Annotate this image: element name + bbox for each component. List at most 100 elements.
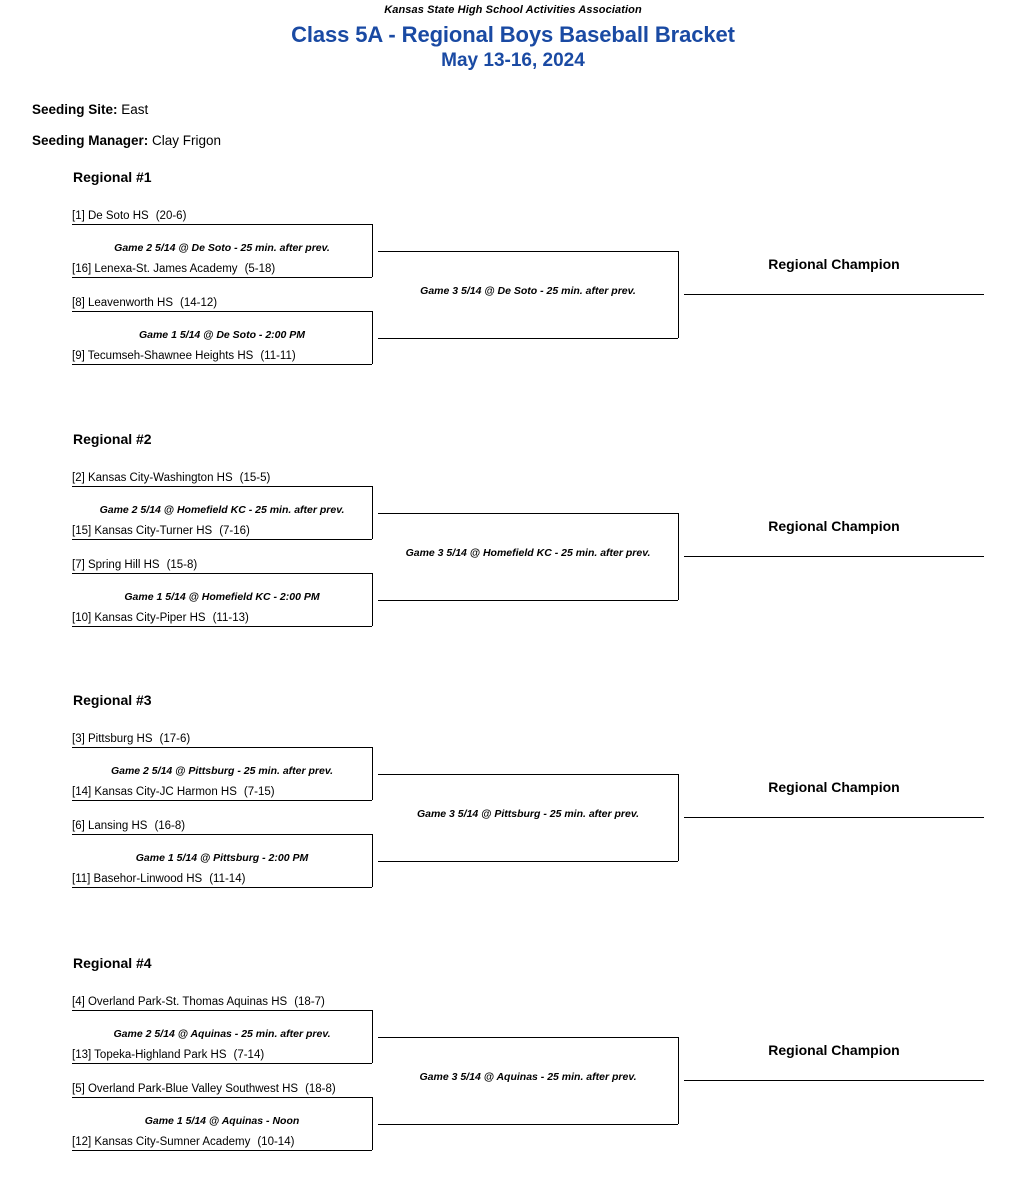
seeding-site-label: Seeding Site: (32, 102, 118, 117)
team-seed: [5] Overland Park-Blue Valley Southwest … (72, 1083, 299, 1095)
final-box-edge (678, 773, 679, 861)
team-entry: [14] Kansas City-JC Harmon HS (7-15) (72, 786, 275, 799)
team-record: (7-15) (243, 786, 275, 798)
match-box-edge (372, 486, 373, 539)
team-underline (72, 364, 372, 365)
team-underline (72, 834, 372, 835)
team-underline (72, 311, 372, 312)
regional-champion-label: Regional Champion (768, 1042, 900, 1058)
advance-connector (378, 599, 678, 601)
seeding-manager-value: Clay Frigon (152, 133, 222, 148)
team-entry: [7] Spring Hill HS(15-8) (72, 559, 197, 572)
team-entry: [10] Kansas City-Piper HS (11-13) (72, 612, 249, 625)
team-record: (7-16) (219, 525, 250, 537)
regional-block-1: Regional #1[1] De Soto HS(20-6)[16] Lene… (0, 169, 1026, 389)
team-entry: [9] Tecumseh-Shawnee Heights HS(11-11) (72, 350, 296, 363)
advance-connector (378, 1123, 678, 1125)
team-seed: [16] Lenexa-St. James Academy (72, 263, 238, 275)
team-underline (72, 486, 372, 487)
team-seed: [8] Leavenworth HS (72, 297, 174, 309)
team-record: (11-13) (212, 612, 249, 624)
page-header: Kansas State High School Activities Asso… (0, 0, 1026, 72)
advance-connector (378, 337, 678, 339)
match-box-edge (372, 573, 373, 626)
game-label: Game 2 5/14 @ Pittsburg - 25 min. after … (110, 764, 334, 777)
team-underline (72, 224, 372, 225)
team-record: (17-6) (159, 733, 191, 745)
team-underline (72, 277, 372, 278)
match-box-edge (372, 1097, 373, 1150)
team-record: (15-8) (166, 559, 198, 571)
team-underline (72, 747, 372, 748)
team-record: (14-12) (180, 297, 218, 309)
regional-title: Regional #4 (73, 955, 152, 971)
match-box-edge (372, 1010, 373, 1063)
team-record: (10-14) (257, 1136, 295, 1148)
game-label: Game 1 5/14 @ Homefield KC - 2:00 PM (124, 590, 320, 603)
team-seed: [10] Kansas City-Piper HS (72, 612, 206, 624)
team-seed: [6] Lansing HS (72, 820, 148, 832)
team-underline (72, 1063, 372, 1064)
team-record: (15-5) (239, 472, 271, 484)
match-box-edge (372, 834, 373, 887)
team-entry: [11] Basehor-Linwood HS(11-14) (72, 873, 245, 886)
final-game-label: Game 3 5/14 @ Aquinas - 25 min. after pr… (419, 1071, 637, 1083)
team-seed: [14] Kansas City-JC Harmon HS (72, 786, 237, 798)
team-entry: [13] Topeka-Highland Park HS(7-14) (72, 1049, 264, 1062)
regional-title: Regional #3 (73, 692, 152, 708)
team-record: (16-8) (154, 820, 186, 832)
regional-champion-label: Regional Champion (768, 256, 900, 272)
team-record: (11-14) (209, 873, 246, 885)
team-record: (5-18) (244, 263, 276, 275)
page-date-range: May 13-16, 2024 (441, 50, 585, 71)
team-seed: [1] De Soto HS (72, 210, 149, 222)
regional-champion-line (684, 817, 984, 818)
regional-champion-line (684, 1080, 984, 1081)
game-label: Game 1 5/14 @ Pittsburg - 2:00 PM (135, 851, 309, 864)
regional-title: Regional #2 (73, 431, 152, 447)
game-label: Game 1 5/14 @ Aquinas - Noon (144, 1114, 300, 1127)
team-entry: [5] Overland Park-Blue Valley Southwest … (72, 1083, 336, 1096)
seeding-site-value: East (121, 102, 149, 117)
final-game-label: Game 3 5/14 @ De Soto - 25 min. after pr… (420, 285, 636, 297)
final-box-edge (678, 512, 679, 600)
team-entry: [8] Leavenworth HS (14-12) (72, 297, 217, 310)
association-name: Kansas State High School Activities Asso… (384, 4, 642, 16)
team-record: (11-11) (260, 350, 296, 362)
team-underline (72, 539, 372, 540)
game-label: Game 2 5/14 @ Homefield KC - 25 min. aft… (99, 503, 345, 516)
team-entry: [12] Kansas City-Sumner Academy (10-14) (72, 1136, 294, 1149)
final-box-edge (678, 250, 679, 338)
game-label: Game 1 5/14 @ De Soto - 2:00 PM (138, 328, 306, 341)
team-entry: [2] Kansas City-Washington HS (15-5) (72, 472, 270, 485)
final-game-label: Game 3 5/14 @ Pittsburg - 25 min. after … (416, 808, 640, 820)
page-title: Class 5A - Regional Boys Baseball Bracke… (291, 22, 735, 47)
team-underline (72, 573, 372, 574)
seeding-manager-label: Seeding Manager: (32, 133, 149, 148)
team-seed: [12] Kansas City-Sumner Academy (72, 1136, 251, 1148)
team-record: (7-14) (233, 1049, 265, 1061)
team-seed: [2] Kansas City-Washington HS (72, 472, 233, 484)
team-entry: [3] Pittsburg HS (17-6) (72, 733, 190, 746)
regional-champion-line (684, 294, 984, 295)
regional-champion-label: Regional Champion (768, 518, 900, 534)
seeding-manager-row: Seeding Manager: Clay Frigon (32, 133, 221, 148)
team-entry: [4] Overland Park-St. Thomas Aquinas HS (… (72, 996, 325, 1009)
team-underline (72, 800, 372, 801)
team-seed: [3] Pittsburg HS (72, 733, 153, 745)
team-underline (72, 1150, 372, 1151)
regional-block-2: Regional #2 [2] Kansas City-Washington HS… (0, 431, 1026, 651)
team-underline (72, 1097, 372, 1098)
team-underline (72, 1010, 372, 1011)
final-box-edge (678, 1036, 679, 1124)
team-record: (18-7) (294, 996, 325, 1008)
game-label: Game 2 5/14 @ De Soto - 25 min. after pr… (114, 241, 330, 254)
seeding-site-row: Seeding Site: East (32, 102, 148, 117)
regional-title: Regional #1 (73, 169, 152, 185)
team-underline (72, 626, 372, 627)
team-seed: [4] Overland Park-St. Thomas Aquinas HS (72, 996, 288, 1008)
match-box-edge (372, 747, 373, 800)
regional-block-4: Regional #4 [4] Overland Park-St. Thomas … (0, 955, 1026, 1175)
regional-block-3: Regional #3 [3] Pittsburg HS (17-6) [14] Ka… (0, 692, 1026, 912)
team-entry: [16] Lenexa-St. James Academy (5-18) (72, 263, 275, 276)
